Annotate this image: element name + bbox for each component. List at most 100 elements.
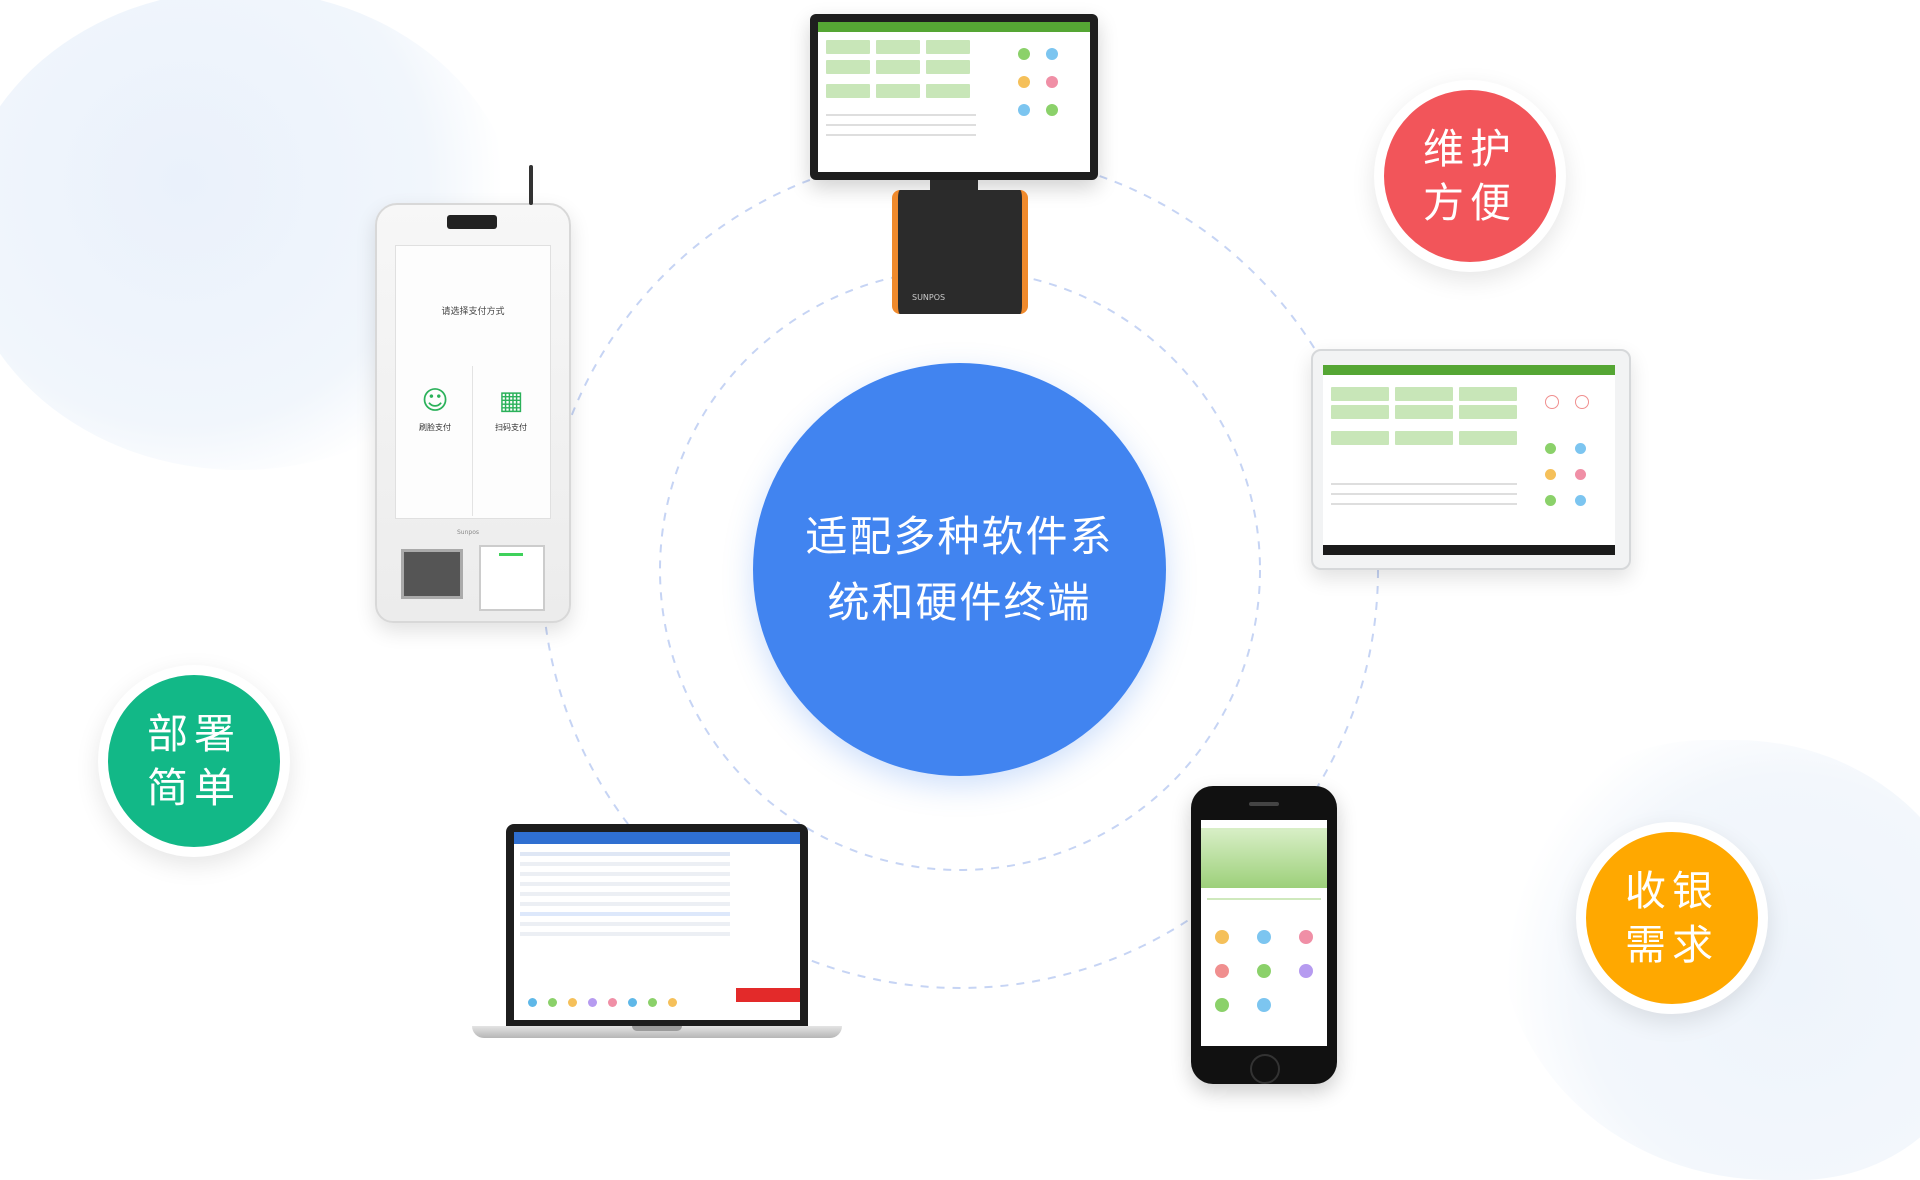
face-pay-option[interactable]: ☺ 刷脸支付 (400, 386, 470, 433)
table-row (520, 882, 730, 886)
table-row (520, 922, 730, 926)
phone-home-button (1250, 1054, 1280, 1084)
tablet-screen (1323, 365, 1615, 545)
tablet-stat-ring (1575, 395, 1589, 409)
pos-list-line (826, 124, 976, 126)
pos-printer-base: SUNPOS (892, 190, 1028, 314)
laptop-header-bar (514, 832, 800, 844)
tablet-tile (1459, 387, 1517, 401)
badge-checkout-line2: 需求 (1625, 921, 1719, 969)
printer-led (499, 553, 523, 556)
phone-action-icon (1257, 998, 1271, 1012)
laptop-action-icon (548, 998, 557, 1007)
laptop-action-icon (608, 998, 617, 1007)
tablet-list-line (1331, 503, 1517, 505)
pos-action-icon (1018, 76, 1030, 88)
qr-code-icon: ▦ (498, 386, 524, 416)
pos-tile (876, 84, 920, 98)
pos-tile (826, 40, 870, 54)
pos-terminal: SUNPOS (810, 14, 1098, 314)
tablet-list-line (1331, 493, 1517, 495)
phone-action-icon (1215, 930, 1229, 944)
tablet-action-icon (1545, 443, 1556, 454)
tablet-device (1311, 349, 1631, 570)
phone-action-icon (1299, 964, 1313, 978)
pos-monitor (810, 14, 1098, 180)
qr-pay-option[interactable]: ▦ 扫码支付 (476, 386, 546, 433)
badge-maintenance-line1: 维护 (1423, 125, 1517, 173)
phone-speaker (1249, 802, 1279, 806)
tablet-tile (1395, 431, 1453, 445)
laptop-screen (514, 832, 800, 1020)
badge-deployment-line2: 简单 (147, 764, 241, 812)
center-title-line2: 统和硬件终端 (827, 577, 1092, 627)
pos-list-line (826, 114, 976, 116)
table-row (520, 872, 730, 876)
table-header-row (520, 852, 730, 856)
laptop-action-icon (628, 998, 637, 1007)
pos-action-icon (1046, 48, 1058, 60)
tablet-tile (1459, 405, 1517, 419)
tablet-nav-bar (1323, 545, 1615, 555)
phone-action-icon (1215, 964, 1229, 978)
kiosk-payment-prompt: 请选择支付方式 (441, 307, 505, 317)
laptop-notch (632, 1026, 682, 1031)
pos-screen (818, 22, 1090, 172)
tablet-tile (1395, 387, 1453, 401)
tablet-tile (1395, 405, 1453, 419)
pos-action-icon (1046, 76, 1058, 88)
pos-list-line (826, 134, 976, 136)
kiosk-card-reader (401, 549, 463, 599)
badge-maintenance: 维护 方便 (1374, 80, 1566, 272)
phone-action-icon (1215, 998, 1229, 1012)
laptop-action-icon (668, 998, 677, 1007)
face-scan-icon: ☺ (421, 386, 449, 416)
pos-tile (926, 40, 970, 54)
tablet-header-bar (1323, 365, 1615, 375)
phone-hero-banner (1201, 828, 1327, 888)
pos-tile (826, 60, 870, 74)
phone-stat-row (1207, 898, 1321, 900)
pos-tile (876, 40, 920, 54)
self-service-kiosk: 请选择支付方式 ☺ 刷脸支付 ▦ 扫码支付 Sunpos (375, 165, 571, 623)
table-row (520, 932, 730, 936)
kiosk-camera (447, 215, 497, 229)
pos-tile (826, 84, 870, 98)
phone-action-icon (1257, 964, 1271, 978)
tablet-action-icon (1545, 495, 1556, 506)
kiosk-antenna (529, 165, 533, 205)
qr-pay-label: 扫码支付 (495, 423, 527, 432)
kiosk-divider (472, 366, 473, 516)
table-row (520, 892, 730, 896)
tablet-tile (1331, 387, 1389, 401)
laptop-base (472, 1026, 842, 1038)
table-row (520, 862, 730, 866)
table-row (520, 902, 730, 906)
laptop-action-icon (528, 998, 537, 1007)
tablet-tile (1459, 431, 1517, 445)
tablet-action-icon (1575, 495, 1586, 506)
laptop-action-icon (568, 998, 577, 1007)
laptop-device (472, 824, 842, 1054)
phone-action-icon (1299, 930, 1313, 944)
table-row (520, 912, 730, 916)
tablet-list-line (1331, 483, 1517, 485)
pos-tile (926, 84, 970, 98)
laptop-lid (506, 824, 808, 1026)
laptop-action-icon (648, 998, 657, 1007)
kiosk-printer (479, 545, 545, 611)
pos-action-icon (1018, 48, 1030, 60)
laptop-action-icon (588, 998, 597, 1007)
pos-action-icon (1018, 104, 1030, 116)
pos-action-icon (1046, 104, 1058, 116)
pos-tile (926, 60, 970, 74)
badge-deployment: 部署 简单 (98, 665, 290, 857)
badge-checkout: 收银 需求 (1576, 822, 1768, 1014)
badge-deployment-line1: 部署 (147, 710, 241, 758)
phone-action-icon (1257, 930, 1271, 944)
tablet-stat-ring (1545, 395, 1559, 409)
tablet-action-icon (1545, 469, 1556, 480)
phone-screen (1201, 820, 1327, 1046)
kiosk-brand: Sunpos (457, 529, 480, 536)
pos-header-bar (818, 22, 1090, 32)
